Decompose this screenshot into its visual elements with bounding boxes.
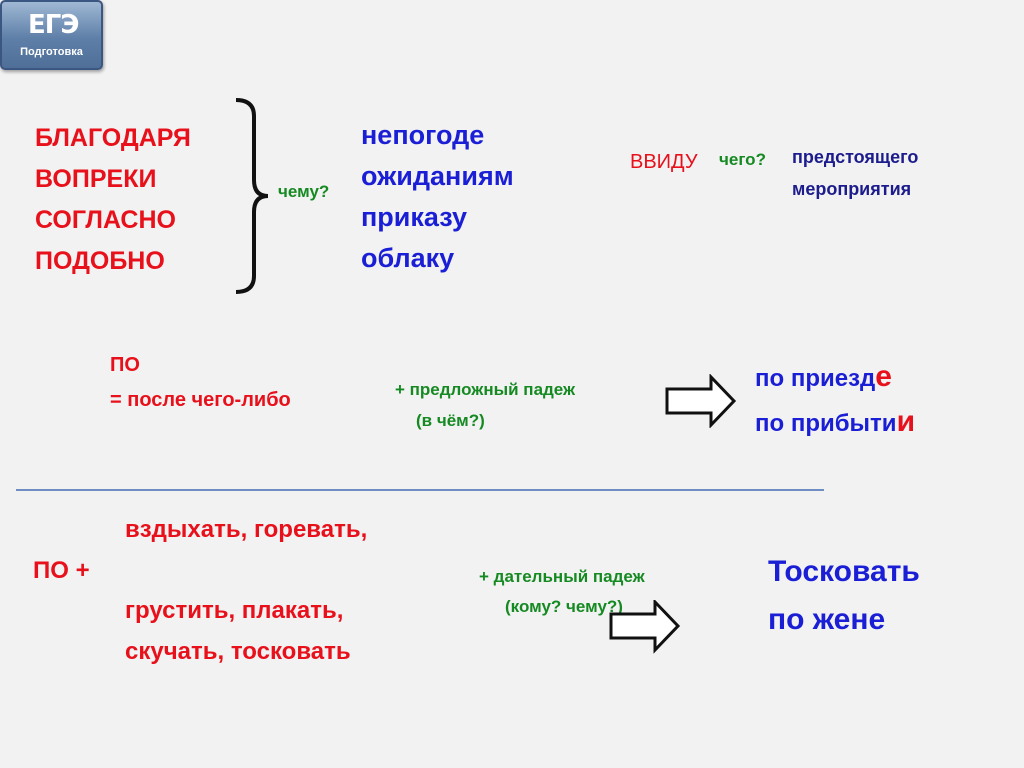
logo-mark: ЕГЭ bbox=[28, 10, 79, 40]
example-stem: по прибыти bbox=[755, 410, 897, 437]
ege-logo: ЕГЭ Подготовка bbox=[0, 0, 103, 70]
po-preposition: ПО bbox=[110, 354, 140, 376]
example-ending: и bbox=[896, 405, 916, 438]
example-toskovat: Тосковать bbox=[768, 555, 920, 588]
question-chemu: чему? bbox=[278, 182, 330, 201]
preposition-item: ПОДОБНО bbox=[35, 247, 165, 275]
example-list: непогоде ожиданиям приказу облаку bbox=[361, 115, 514, 279]
po-meaning: = после чего-либо bbox=[110, 389, 291, 411]
example-stem: по приезд bbox=[755, 365, 876, 392]
preposition-item: ВОПРЕКИ bbox=[35, 165, 157, 193]
vvidu-example: предстоящего мероприятия bbox=[792, 141, 918, 205]
example-item: ожиданиям bbox=[361, 161, 514, 191]
section-divider bbox=[16, 489, 824, 491]
po-plus: ПО + bbox=[33, 557, 90, 584]
preposition-item: СОГЛАСНО bbox=[35, 206, 176, 234]
case-prepositional: + предложный падеж bbox=[395, 380, 576, 399]
preposition-item: БЛАГОДАРЯ bbox=[35, 124, 191, 152]
vvidu-preposition: ВВИДУ bbox=[630, 151, 698, 173]
case-dative: + дательный падеж bbox=[479, 567, 645, 586]
example-item: облаку bbox=[361, 243, 455, 273]
example-priezde: по приезде bbox=[755, 360, 892, 394]
case-question-v-chem: (в чём?) bbox=[416, 411, 485, 430]
arrow-right-icon bbox=[609, 600, 681, 654]
preposition-list: БЛАГОДАРЯ ВОПРЕКИ СОГЛАСНО ПОДОБНО bbox=[35, 118, 191, 282]
example-pribytii: по прибытии bbox=[755, 405, 915, 439]
case-question-komu: (кому? чему?) bbox=[505, 597, 623, 616]
example-item: приказу bbox=[361, 202, 468, 232]
logo-subtitle: Подготовка bbox=[20, 46, 83, 58]
example-ending: е bbox=[875, 360, 892, 393]
vvidu-question: чего? bbox=[719, 150, 766, 169]
vvidu-example-line: мероприятия bbox=[792, 179, 912, 199]
vvidu-example-line: предстоящего bbox=[792, 147, 919, 167]
curly-brace bbox=[235, 98, 269, 294]
verbs-line: скучать, тосковать bbox=[125, 638, 351, 665]
verbs-line: грустить, плакать, bbox=[125, 597, 344, 624]
arrow-right-icon bbox=[665, 374, 737, 428]
example-po-zhene: по жене bbox=[768, 603, 886, 636]
verbs-line: вздыхать, горевать, bbox=[125, 516, 368, 543]
example-item: непогоде bbox=[361, 120, 485, 150]
